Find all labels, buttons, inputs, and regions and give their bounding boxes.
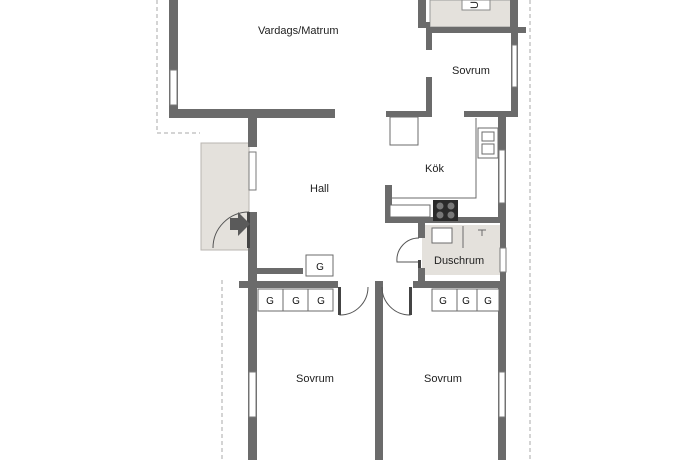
- room-label-bedroom-top: Sovrum: [452, 65, 490, 77]
- entrance-arrow-icon: [230, 212, 250, 236]
- wardrobe-label-l2: G: [292, 296, 300, 307]
- door-leaf-right[interactable]: [409, 287, 412, 315]
- room-label-kitchen: Kök: [425, 163, 444, 175]
- stove-icon: [433, 200, 458, 221]
- counter-outline: [392, 118, 477, 199]
- wardrobe-label-l3: G: [317, 296, 325, 307]
- dashed-outline: [156, 0, 531, 460]
- stair-element: [461, 0, 491, 11]
- partial-label: U: [469, 1, 481, 9]
- room-label-hall: Hall: [310, 183, 329, 195]
- room-label-bedroom-right: Sovrum: [424, 373, 462, 385]
- sink-counter: [477, 127, 499, 159]
- entrance-door-leaf[interactable]: [247, 212, 250, 248]
- fridge: [389, 116, 419, 146]
- room-label-bedroom-left: Sovrum: [296, 373, 334, 385]
- door-leaf-left[interactable]: [338, 287, 341, 315]
- wardrobe-label-r2: G: [462, 296, 470, 307]
- room-label-shower: Duschrum: [434, 255, 484, 267]
- sink-basin-2: [481, 143, 495, 155]
- hall-wardrobe: [305, 254, 334, 277]
- washbasin: [431, 227, 453, 244]
- wardrobe-label-r3: G: [484, 296, 492, 307]
- dishwasher: [389, 204, 431, 218]
- windows: [169, 44, 518, 418]
- sink-basin: [481, 131, 495, 142]
- wardrobes-left: [257, 288, 334, 312]
- hall-wardrobe-label: G: [316, 262, 324, 273]
- shower-icon: [478, 229, 486, 236]
- entrance-porch: [200, 142, 250, 251]
- room-label-living: Vardags/Matrum: [258, 25, 339, 37]
- wardrobe-label-l1: G: [266, 296, 274, 307]
- wardrobe-label-r1: G: [439, 296, 447, 307]
- door-leaf-shower[interactable]: [418, 260, 421, 268]
- wardrobes-right: [431, 288, 500, 312]
